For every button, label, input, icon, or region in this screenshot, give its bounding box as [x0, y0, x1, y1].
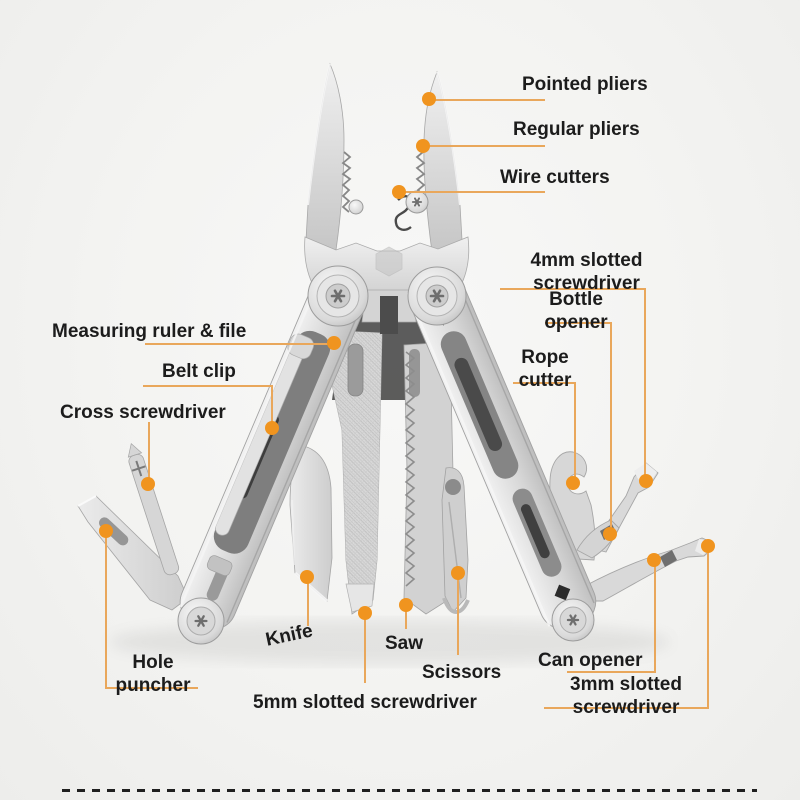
label-text: screwdriver	[572, 697, 680, 718]
dot-3mm-slotted-screwdriver	[701, 539, 715, 553]
label-wire-cutters: Wire cutters	[500, 166, 610, 189]
file-slot	[347, 343, 364, 397]
label-text: puncher	[115, 675, 191, 696]
scissors-hole	[445, 479, 461, 495]
head-logo-hex	[375, 246, 403, 277]
dot-saw	[399, 598, 413, 612]
saw-teeth	[404, 351, 416, 587]
dot-measuring-ruler-and-file	[327, 336, 341, 350]
label-hole-puncher: Hole puncher	[93, 651, 213, 697]
left-handle-latch	[206, 555, 233, 576]
label-text: 3mm slotted	[570, 674, 682, 695]
phillips-cross	[131, 460, 146, 477]
dot-scissors	[451, 566, 465, 580]
label-bottle-opener: Bottle opener	[516, 288, 636, 334]
label-text: 4mm slotted	[530, 250, 643, 271]
spring-slot	[380, 296, 398, 334]
label-text: screwdriver	[533, 273, 640, 294]
label-belt-clip: Belt clip	[162, 360, 236, 383]
label-text: Regular pliers	[513, 119, 640, 140]
can-opener-notch	[660, 550, 677, 567]
label-text: Belt clip	[162, 361, 236, 382]
dot-5mm-slotted-screwdriver	[358, 606, 372, 620]
label-text: Cross screwdriver	[60, 402, 226, 423]
right-handle-diamond-hole	[554, 584, 571, 601]
left-bottom-screw	[177, 597, 225, 645]
tool-shadow	[110, 620, 670, 664]
dot-hole-puncher	[99, 524, 113, 538]
left-pivot-screw	[307, 265, 369, 327]
label-text: Scissors	[422, 662, 502, 683]
leader-3mm-slotted-screwdriver	[544, 550, 709, 709]
scissors-spring	[442, 597, 470, 615]
dot-knife	[300, 570, 314, 584]
label-3mm-slotted-screwdriver: 3mm slotted screwdriver	[556, 673, 696, 719]
left-jaw-serrations	[341, 151, 352, 213]
dot-can-opener	[647, 553, 661, 567]
dot-belt-clip	[265, 421, 279, 435]
label-text: cutter	[518, 370, 572, 391]
dot-4mm-slotted-screwdriver	[639, 474, 653, 488]
label-text: Hole	[132, 652, 174, 673]
label-text: 5mm slotted screwdriver	[253, 692, 477, 713]
label-text: Wire cutters	[500, 167, 610, 188]
leader-bottle-opener	[545, 322, 612, 529]
right-bottom-screw	[551, 598, 595, 642]
label-scissors: Scissors	[422, 661, 501, 684]
label-text: Pointed pliers	[522, 74, 648, 95]
label-text: Can opener	[538, 650, 643, 671]
label-rope-cutter: Rope cutter	[485, 346, 605, 392]
leader-hole-puncher	[105, 535, 198, 689]
leader-can-opener	[567, 564, 656, 673]
saw-blade	[403, 341, 456, 615]
label-pointed-pliers: Pointed pliers	[522, 73, 648, 96]
dot-bottle-opener	[603, 527, 617, 541]
dot-wire-cutters	[392, 185, 406, 199]
label-cross-screwdriver: Cross screwdriver	[60, 401, 226, 424]
label-text: Measuring ruler & file	[52, 321, 247, 342]
label-regular-pliers: Regular pliers	[513, 118, 640, 141]
label-text: Saw	[385, 633, 424, 654]
file-blade	[319, 329, 383, 615]
right-pivot-screw	[407, 266, 467, 326]
scissors-blade	[441, 467, 470, 615]
label-5mm-slotted-screwdriver: 5mm slotted screwdriver	[253, 691, 477, 714]
leader-4mm-slotted-screwdriver	[500, 288, 646, 477]
label-measuring-ruler-and-file: Measuring ruler & file	[52, 320, 246, 343]
leader-rope-cutter	[513, 382, 576, 478]
5mm-screwdriver-tip	[345, 583, 375, 613]
dot-regular-pliers	[416, 139, 430, 153]
right-handle	[407, 269, 597, 630]
label-saw: Saw	[385, 632, 423, 655]
label-text: Rope	[521, 347, 569, 368]
dashed-divider	[62, 789, 757, 792]
left-handle	[179, 270, 368, 630]
leader-belt-clip	[143, 385, 273, 423]
label-text: opener	[544, 312, 608, 333]
dot-pointed-pliers	[422, 92, 436, 106]
dot-cross-screwdriver	[141, 477, 155, 491]
label-text: Bottle	[549, 289, 603, 310]
label-4mm-slotted-screwdriver: 4mm slotted screwdriver	[516, 249, 657, 295]
label-can-opener: Can opener	[538, 649, 643, 672]
annotation-layer	[99, 92, 715, 709]
dot-rope-cutter	[566, 476, 580, 490]
pliers-joint-screw-small	[348, 199, 364, 215]
